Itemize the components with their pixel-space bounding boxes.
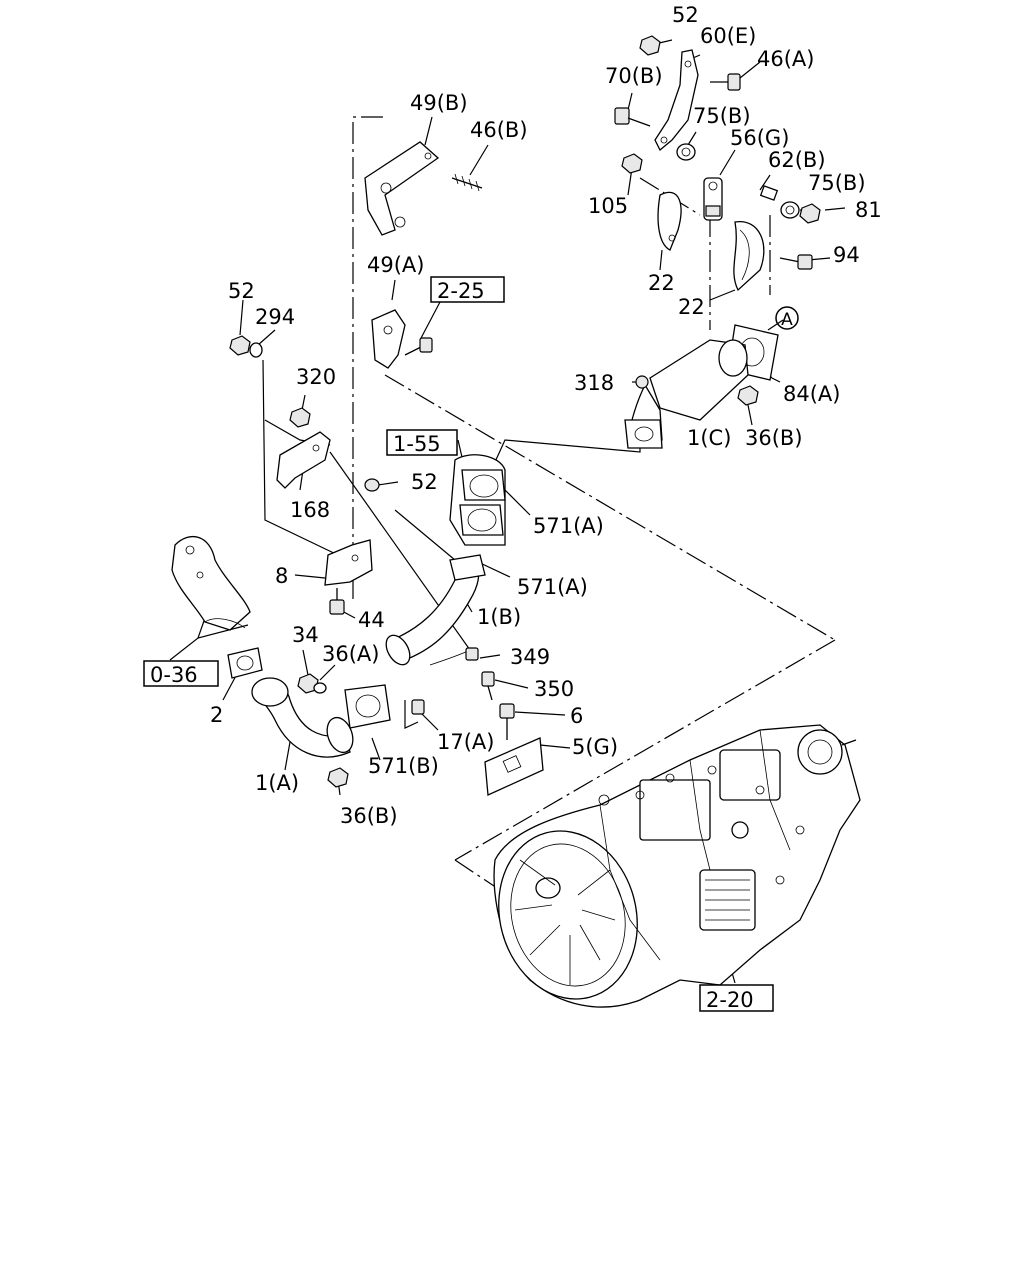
- label-5G: 5(G): [572, 735, 618, 759]
- label-6: 6: [570, 704, 583, 728]
- nut-52-top: [639, 35, 661, 56]
- label-571A-a: 571(A): [533, 514, 604, 538]
- bolt-2-25: [404, 337, 433, 356]
- label-36B-top: 36(B): [745, 426, 803, 450]
- gasket-571B: [344, 684, 391, 729]
- label-36B-bottom: 36(B): [340, 804, 398, 828]
- bolt-349: [465, 647, 479, 661]
- bolt-350: [481, 671, 495, 701]
- clamp-56G: [703, 177, 723, 221]
- bolt-6: [499, 703, 515, 740]
- label-46A: 46(A): [757, 47, 814, 71]
- label-52-left: 52: [228, 279, 255, 303]
- ref-2-25-text: 2-25: [437, 279, 485, 303]
- label-49A: 49(A): [367, 253, 424, 277]
- page-references: 2-25 1-55 0-36 2-20 A: [143, 276, 799, 1012]
- bracket-49B: [364, 141, 440, 236]
- bracket-168: [276, 431, 331, 489]
- label-2: 2: [210, 703, 223, 727]
- label-1B: 1(B): [477, 605, 521, 629]
- nut-320: [289, 407, 311, 428]
- ref-box-1-55[interactable]: 1-55: [386, 429, 458, 456]
- nut-105: [621, 153, 643, 174]
- exhaust-pipe-1A: [251, 677, 354, 758]
- ref-box-2-25[interactable]: 2-25: [430, 276, 505, 303]
- nut-52-mid: [364, 478, 380, 492]
- heat-shield-22-a: [657, 191, 682, 251]
- bushing-75B-b: [780, 201, 800, 219]
- ref-box-0-36[interactable]: 0-36: [143, 660, 219, 687]
- label-22-a: 22: [648, 271, 675, 295]
- circle-marker-text: A: [781, 310, 793, 330]
- bolt-94: [779, 254, 813, 270]
- label-81: 81: [855, 198, 882, 222]
- ref-0-36-text: 0-36: [150, 663, 198, 687]
- label-75B-a: 75(B): [693, 104, 751, 128]
- bracket-60E: [654, 49, 699, 152]
- catalytic-converter-1C: [624, 339, 749, 449]
- label-294: 294: [255, 305, 295, 329]
- nut-36B-top: [737, 385, 759, 406]
- label-8: 8: [275, 564, 288, 588]
- label-320: 320: [296, 365, 336, 389]
- heat-shield-22-b: [733, 221, 765, 292]
- bolt-17A: [411, 699, 425, 715]
- exhaust-flange-stack: [449, 454, 506, 546]
- bolt-46A: [710, 73, 741, 91]
- ref-2-20-text: 2-20: [706, 988, 754, 1012]
- label-571B: 571(B): [368, 754, 439, 778]
- nut-52-left: [229, 335, 251, 356]
- label-349: 349: [510, 645, 550, 669]
- label-318: 318: [574, 371, 614, 395]
- label-571A-b: 571(A): [517, 575, 588, 599]
- label-52-mid: 52: [411, 470, 438, 494]
- exhaust-manifold-0-36: [171, 536, 251, 631]
- label-70B: 70(B): [605, 64, 663, 88]
- washer-36A: [313, 682, 327, 694]
- nut-36B-bottom: [327, 767, 349, 788]
- plate-5G: [484, 737, 544, 796]
- callout-labels: 52 60(E) 46(A) 70(B) 75(B) 56(G) 62(B) 7…: [210, 3, 882, 828]
- stud-46B: [451, 173, 483, 192]
- nut-81: [799, 203, 821, 224]
- circle-marker-A: A: [775, 306, 799, 330]
- label-168: 168: [290, 498, 330, 522]
- label-350: 350: [534, 677, 574, 701]
- parts: [171, 35, 861, 1008]
- label-36A: 36(A): [322, 642, 379, 666]
- label-84A: 84(A): [783, 382, 840, 406]
- label-56G: 56(G): [730, 126, 789, 150]
- label-49B: 49(B): [410, 91, 468, 115]
- label-105: 105: [588, 194, 628, 218]
- label-17A: 17(A): [437, 730, 494, 754]
- bracket-49A: [371, 309, 406, 369]
- label-34: 34: [292, 623, 319, 647]
- ref-1-55-text: 1-55: [393, 432, 441, 456]
- sensor-318: [635, 375, 649, 389]
- label-94: 94: [833, 243, 860, 267]
- label-1C: 1(C): [687, 426, 731, 450]
- label-44: 44: [358, 608, 385, 632]
- transmission-2-20: [493, 724, 861, 1008]
- pin-62B: [759, 185, 779, 201]
- ref-box-2-20[interactable]: 2-20: [699, 984, 774, 1012]
- leader-lines: [169, 39, 846, 984]
- bracket-8: [324, 539, 373, 586]
- bushing-75B-a: [676, 143, 696, 161]
- label-22-b: 22: [678, 295, 705, 319]
- exhaust-pipe-1B: [385, 554, 486, 666]
- bolt-70B: [614, 107, 651, 127]
- label-60E: 60(E): [700, 24, 756, 48]
- gasket-2: [227, 647, 263, 679]
- label-62B: 62(B): [768, 148, 826, 172]
- label-75B-b: 75(B): [808, 171, 866, 195]
- label-52-top: 52: [672, 3, 699, 27]
- washer-294: [249, 342, 263, 358]
- label-1A: 1(A): [255, 771, 299, 795]
- bolt-44: [329, 588, 345, 615]
- label-46B: 46(B): [470, 118, 528, 142]
